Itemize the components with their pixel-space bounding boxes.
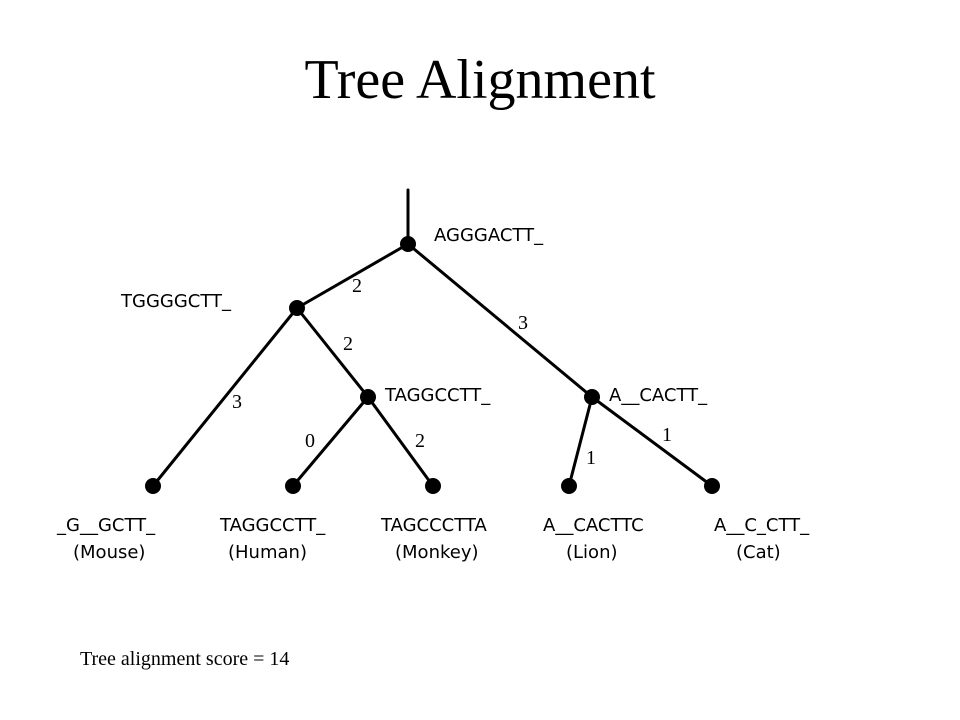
node-n2 bbox=[360, 389, 376, 405]
species-mouse: (Mouse) bbox=[73, 542, 145, 563]
edge-root-n3 bbox=[406, 242, 594, 399]
node-n1 bbox=[289, 300, 305, 316]
seq-human: TAGGCCTT_ bbox=[219, 515, 326, 536]
seq-mouse: _G__GCTT_ bbox=[56, 515, 156, 536]
seq-monkey: TAGCCCTTA bbox=[380, 515, 488, 536]
edge-n3-lion bbox=[567, 395, 594, 488]
seq-n3: A__CACTT_ bbox=[609, 385, 708, 406]
weight-n1-mouse: 3 bbox=[232, 391, 242, 413]
seq-n2: TAGGCCTT_ bbox=[384, 385, 491, 406]
species-cat: (Cat) bbox=[736, 542, 781, 563]
weight-n2-monkey: 2 bbox=[415, 430, 425, 452]
species-human: (Human) bbox=[228, 542, 307, 563]
node-root bbox=[400, 236, 416, 252]
edge-n2-human bbox=[291, 395, 370, 488]
node-human bbox=[285, 478, 301, 494]
edge-root-n1 bbox=[295, 242, 410, 310]
species-lion: (Lion) bbox=[566, 542, 618, 563]
weight-n3-lion: 1 bbox=[586, 447, 596, 469]
node-monkey bbox=[425, 478, 441, 494]
edge-n1-mouse bbox=[151, 306, 299, 488]
node-n3 bbox=[584, 389, 600, 405]
weight-root-n1: 2 bbox=[352, 275, 362, 297]
seq-n1: TGGGGCTT_ bbox=[120, 291, 232, 312]
tree-alignment-score: Tree alignment score = 14 bbox=[80, 648, 290, 670]
weight-root-n3: 3 bbox=[518, 312, 528, 334]
node-cat bbox=[704, 478, 720, 494]
edge-n2-monkey bbox=[366, 395, 435, 488]
edge-n3-cat bbox=[590, 395, 714, 488]
node-lion bbox=[561, 478, 577, 494]
species-monkey: (Monkey) bbox=[395, 542, 479, 563]
seq-root: AGGGACTT_ bbox=[434, 225, 544, 246]
seq-lion: A__CACTTC bbox=[543, 515, 644, 536]
edge-n1-n2 bbox=[295, 306, 370, 399]
node-mouse bbox=[145, 478, 161, 494]
weight-n1-n2: 2 bbox=[343, 333, 353, 355]
page-title: Tree Alignment bbox=[304, 49, 656, 111]
seq-cat: A__C_CTT_ bbox=[714, 515, 810, 536]
weight-n2-human: 0 bbox=[305, 430, 315, 452]
weight-n3-cat: 1 bbox=[662, 424, 672, 446]
